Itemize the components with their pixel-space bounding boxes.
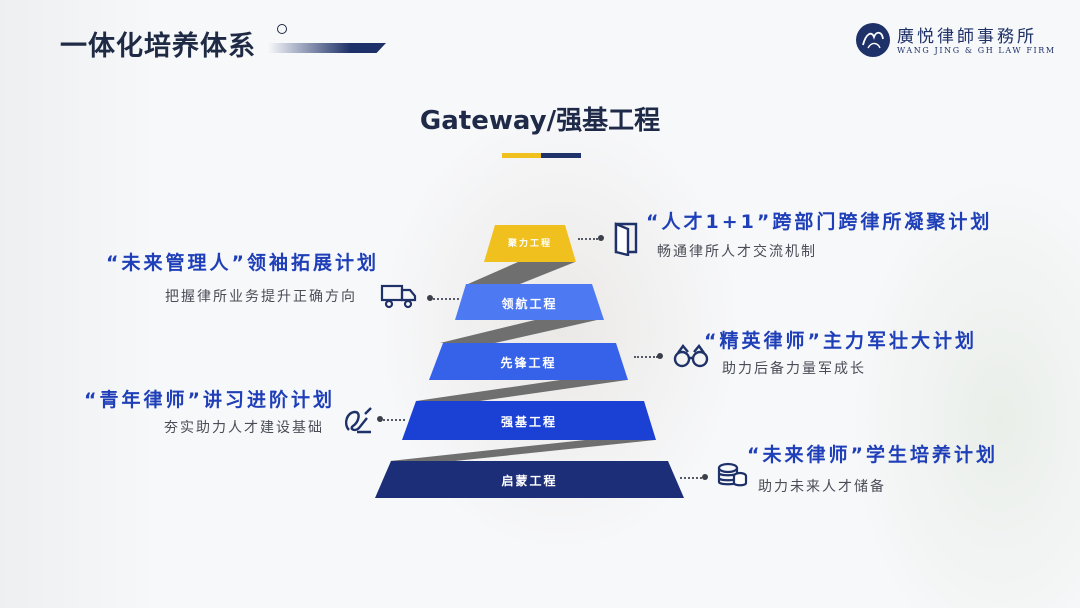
tier-label-3: 先锋工程 (500, 356, 557, 370)
tier-shape-5 (375, 461, 684, 498)
connector-dot (598, 235, 604, 241)
ribbon-segment (440, 320, 597, 343)
tier-shape-1 (484, 225, 576, 262)
program-title-1: “人才1+1”跨部门跨律所凝聚计划 (646, 211, 993, 233)
title-bar-ornament (268, 43, 386, 53)
connector-line (680, 477, 702, 479)
firm-name-cn: 廣悦律師事務所 (897, 27, 1037, 47)
connector-line (634, 356, 658, 358)
tier-shape-4 (402, 401, 656, 440)
door-icon (614, 222, 638, 256)
ribbon-segment (468, 262, 575, 284)
connector-line (433, 298, 459, 300)
firm-name-en: WANG JING & GH LAW FIRM (897, 46, 1056, 55)
program-desc-5: 助力未来人才储备 (758, 479, 886, 495)
connector-dot (657, 353, 663, 359)
program-desc-1: 畅通律所人才交流机制 (657, 244, 817, 260)
tier-label-1: 聚力工程 (507, 239, 552, 249)
tier-label-2: 领航工程 (501, 297, 558, 311)
connector-dot (427, 295, 433, 301)
program-title-5: “未来律师”学生培养计划 (747, 444, 998, 466)
program-title-2: “未来管理人”领袖拓展计划 (106, 252, 379, 274)
firm-logo-icon (856, 23, 890, 57)
program-desc-3: 助力后备力量军成长 (722, 361, 866, 377)
program-title-3: “精英律师”主力军壮大计划 (704, 330, 977, 352)
program-desc-2: 把握律所业务提升正确方向 (165, 289, 357, 305)
title-rule-yellow (502, 153, 541, 158)
connector-dot (702, 474, 708, 480)
connector-dot (377, 416, 383, 422)
program-desc-4: 夯实助力人才建设基础 (164, 420, 324, 436)
diagram-title: Gateway/强基工程 (419, 106, 661, 136)
ribbon-segment (390, 440, 655, 461)
ribbon-segment (416, 380, 627, 401)
coins-icon (717, 462, 748, 487)
title-circle-ornament (277, 24, 287, 34)
title-rule-navy (541, 153, 581, 158)
program-title-4: “青年律师”讲习进阶计划 (84, 389, 335, 411)
tier-shape-2 (455, 284, 604, 320)
tier-shape-3 (429, 343, 628, 380)
connector-line (383, 419, 405, 421)
tier-label-5: 启蒙工程 (501, 474, 558, 488)
binoculars-icon (673, 344, 709, 368)
connector-line (578, 238, 598, 240)
page-title: 一体化培养体系 (60, 31, 256, 62)
signature-icon (344, 407, 372, 434)
tier-label-4: 强基工程 (500, 415, 557, 429)
truck-icon (380, 284, 417, 309)
